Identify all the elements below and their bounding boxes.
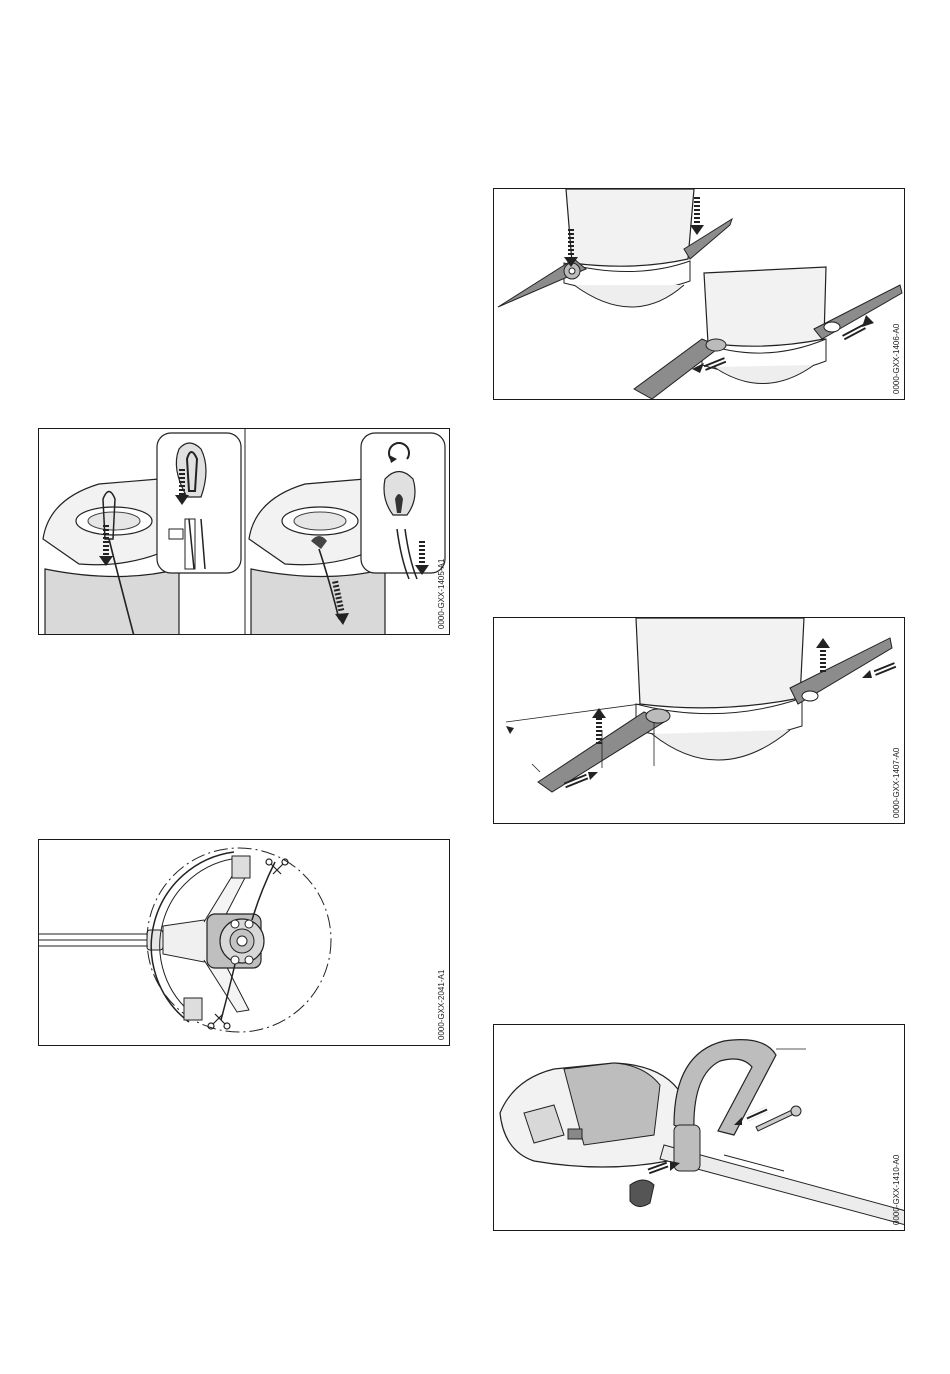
figure-code: 0000-GXX-1407-A0 (892, 748, 901, 818)
figure-code: 0000-GXX-1410-A0 (892, 1155, 901, 1225)
scissors-icon (266, 859, 288, 874)
figure-guard-line-trim: 0000-GXX-2041-A1 (38, 839, 450, 1046)
figure-code: 0000-GXX-2041-A1 (437, 970, 446, 1040)
illustration-blade-mount (494, 189, 905, 400)
figure-code: 0000-GXX-1405-A1 (437, 559, 446, 629)
illustration-line-head (39, 429, 450, 635)
illustration-blade-turn (494, 618, 905, 824)
figure-blade-turning: 0000-GXX-1407-A0 (493, 617, 905, 824)
figure-line-loop-insertion: 0000-GXX-1405-A1 (38, 428, 450, 635)
figure-code: 0000-GXX-1406-A0 (892, 324, 901, 394)
figure-loop-handle-mounting: 0000-GXX-1410-A0 (493, 1024, 905, 1231)
left-panel-drawing (43, 433, 241, 635)
illustration-handle-mount (494, 1025, 905, 1231)
illustration-guard-top-view (39, 840, 450, 1046)
figure-blade-mounting: 0000-GXX-1406-A0 (493, 188, 905, 400)
scissors-icon (208, 1014, 230, 1029)
right-panel-drawing (249, 433, 445, 635)
